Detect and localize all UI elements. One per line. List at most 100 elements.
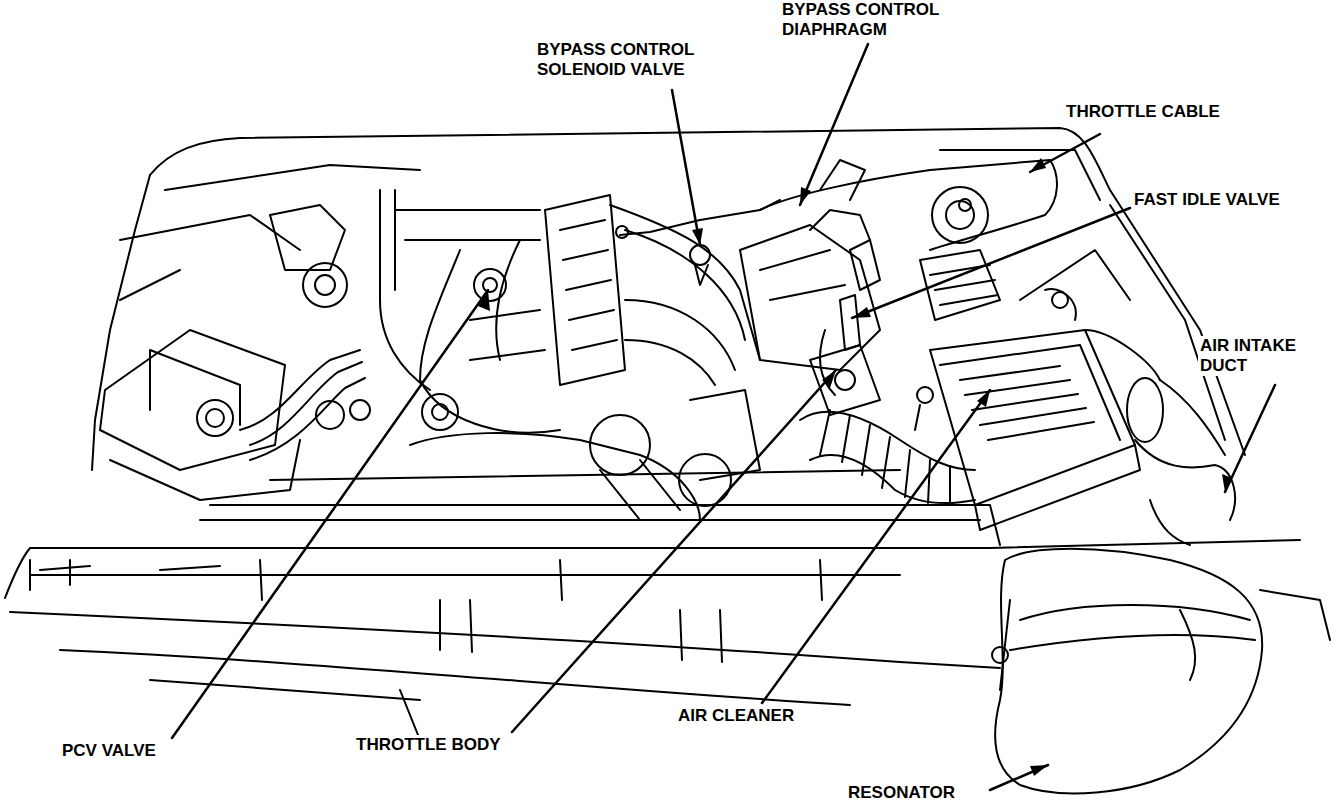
drawing-stroke (316, 401, 344, 429)
drawing-stroke (800, 187, 811, 205)
drawing-stroke (940, 345, 1120, 440)
throttle-linkage (760, 160, 1057, 395)
brake-master-cylinder (240, 263, 370, 460)
drawing-stroke (315, 275, 335, 295)
drawing-stroke (840, 295, 860, 350)
drawing-stroke (760, 250, 845, 300)
drawing-stroke (590, 415, 650, 475)
drawing-stroke (250, 362, 362, 445)
part-label: PCV VALVE (60, 741, 158, 761)
drawing-stroke (616, 226, 628, 238)
drawing-stroke (1020, 605, 1250, 620)
part-label: AIR CLEANER (676, 706, 796, 726)
drawing-stroke (990, 540, 1300, 548)
drawing-stroke (270, 205, 345, 270)
drawing-stroke (120, 270, 180, 300)
drawing-stroke (930, 330, 1135, 505)
drawing-stroke (625, 230, 745, 340)
part-label: BYPASS CONTROL DIAPHRAGM (780, 0, 984, 40)
body-outline (92, 128, 1245, 470)
drawing-stroke (695, 265, 708, 285)
drawing-stroke (1000, 600, 1010, 690)
drawing-stroke (10, 612, 1000, 668)
drawing-stroke (395, 210, 540, 240)
drawing-stroke (110, 440, 300, 500)
drawing-stroke (496, 240, 520, 360)
drawing-stroke (1052, 292, 1068, 308)
air-hose (800, 410, 975, 504)
drawing-stroke (820, 160, 865, 200)
drawing-stroke (1045, 289, 1076, 320)
drawing-stroke (483, 278, 497, 292)
drawing-stroke (432, 404, 448, 420)
drawing-stroke (762, 390, 990, 703)
drawing-stroke (1020, 250, 1130, 300)
drawing-stroke (1180, 610, 1195, 680)
drawing-stroke (1085, 330, 1160, 380)
drawing-stroke (835, 370, 855, 390)
drawing-stroke (440, 600, 722, 662)
drawing-stroke (1222, 474, 1232, 492)
drawing-stroke (197, 400, 233, 436)
drawing-stroke (410, 433, 700, 520)
drawing-stroke (478, 290, 490, 311)
drawing-stroke (992, 647, 1008, 663)
drawing-stroke (800, 44, 868, 205)
drawing-stroke (200, 519, 980, 521)
drawing-stroke (250, 378, 365, 460)
part-label: THROTTLE CABLE (1064, 102, 1222, 122)
drawing-stroke (30, 560, 822, 600)
part-label: AIR INTAKE DUCT (1198, 336, 1332, 376)
drawing-stroke (930, 265, 998, 305)
engine-block (380, 190, 760, 520)
drawing-stroke (672, 90, 700, 245)
intake-duct (1127, 378, 1235, 545)
drawing-stroke (100, 330, 285, 470)
drawing-stroke (1135, 440, 1235, 520)
drawing-stroke (1030, 158, 1046, 172)
drawing-stroke (977, 390, 990, 407)
drawing-stroke (165, 165, 420, 190)
drawing-stroke (690, 245, 710, 265)
drawing-stroke (820, 410, 950, 504)
drawing-stroke (1030, 134, 1100, 172)
drawing-stroke (150, 350, 240, 425)
drawing-stroke (975, 445, 1140, 530)
drawing-stroke (40, 566, 220, 570)
drawing-stroke (1127, 378, 1163, 442)
drawing-stroke (940, 150, 1100, 200)
hood-prop-and-hoses (920, 250, 1160, 380)
drawing-stroke (625, 300, 735, 370)
drawing-stroke (760, 160, 1057, 250)
part-label: RESONATOR (846, 783, 957, 803)
air-cleaner-box (915, 330, 1140, 530)
drawing-stroke (1160, 380, 1225, 455)
drawing-stroke (610, 205, 760, 360)
arrowheads (478, 158, 1232, 776)
part-label: BYPASS CONTROL SOLENOID VALVE (535, 40, 729, 80)
part-label: FAST IDLE VALVE (1132, 190, 1282, 210)
drawing-stroke (990, 765, 1048, 790)
drawing-stroke (917, 387, 933, 403)
drawing-stroke (420, 250, 560, 433)
drawing-stroke (270, 470, 900, 480)
drawing-stroke (822, 370, 836, 388)
drawing-stroke (959, 199, 971, 211)
drawing-stroke (380, 190, 430, 390)
drawing-stroke (60, 650, 850, 705)
drawing-stroke (960, 366, 1094, 440)
drawing-stroke (350, 400, 370, 420)
drawing-stroke (172, 290, 488, 738)
drawing-stroke (1030, 765, 1048, 776)
drawing-stroke (915, 405, 920, 430)
drawing-stroke (394, 190, 396, 290)
drawing-stroke (422, 394, 458, 430)
drawing-stroke (30, 574, 900, 576)
drawing-stroke (470, 310, 545, 360)
drawing-stroke (852, 307, 871, 318)
drawing-stroke (150, 128, 1245, 455)
drawing-stroke (120, 215, 300, 250)
drawing-stroke (625, 340, 715, 385)
strut-towers (270, 187, 988, 301)
